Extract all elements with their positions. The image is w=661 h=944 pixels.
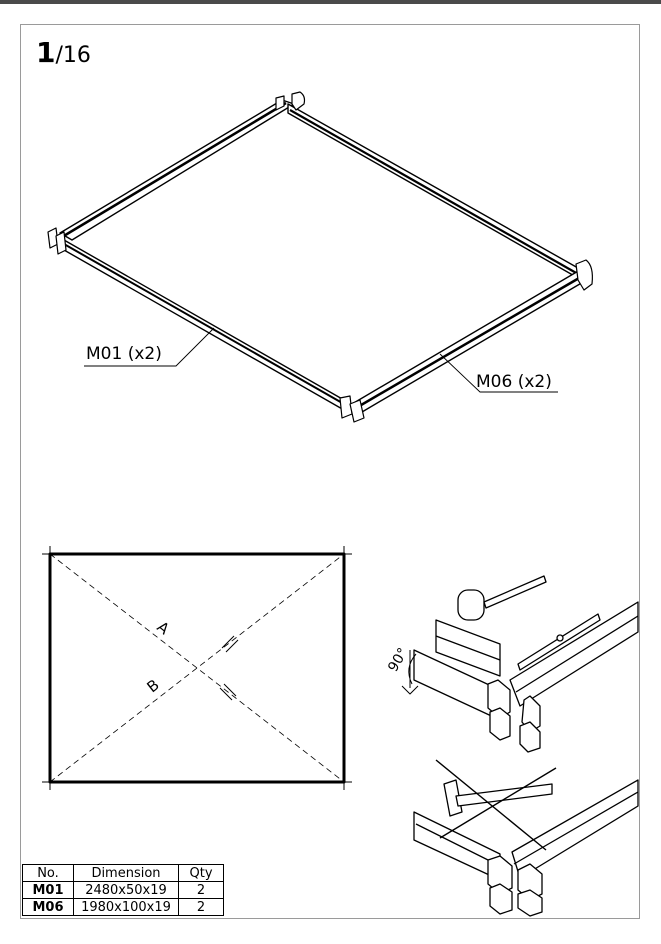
parts-table: No. Dimension Qty M01 2480x50x19 2 M06 1… bbox=[22, 864, 224, 916]
part-no: M01 bbox=[22, 881, 74, 899]
part-dimension: 2480x50x19 bbox=[73, 881, 179, 899]
parts-table-header: No. Dimension Qty bbox=[22, 864, 224, 882]
hammer-icon bbox=[457, 575, 547, 621]
m01-callout-label: M01 (x2) bbox=[86, 344, 162, 364]
part-qty: 2 bbox=[178, 898, 224, 916]
page-frame bbox=[20, 24, 640, 919]
diagonal-check-diagram bbox=[42, 546, 352, 790]
part-dimension: 1980x100x19 bbox=[73, 898, 179, 916]
wrong-method-detail bbox=[413, 759, 639, 917]
header-dimension: Dimension bbox=[73, 864, 179, 882]
page-number: 1/16 bbox=[36, 38, 91, 71]
hammer-icon-wrong bbox=[443, 779, 553, 817]
top-border bbox=[0, 0, 661, 4]
header-no: No. bbox=[22, 864, 74, 882]
spirit-level-icon bbox=[517, 613, 601, 671]
page-current: 1 bbox=[36, 36, 56, 69]
table-row: M06 1980x100x19 2 bbox=[22, 898, 224, 916]
squaring-detail bbox=[401, 575, 639, 753]
part-no: M06 bbox=[22, 898, 74, 916]
header-qty: Qty bbox=[178, 864, 224, 882]
page-separator: / bbox=[55, 43, 63, 68]
m06-callout-label: M06 (x2) bbox=[476, 372, 552, 392]
frame-isometric-view bbox=[47, 91, 593, 423]
m06-leader-line bbox=[439, 353, 558, 393]
cross-out-icon bbox=[435, 759, 557, 851]
table-row: M01 2480x50x19 2 bbox=[22, 881, 224, 899]
page-total: 16 bbox=[62, 43, 91, 68]
part-qty: 2 bbox=[178, 881, 224, 899]
m01-leader-line bbox=[84, 327, 215, 367]
